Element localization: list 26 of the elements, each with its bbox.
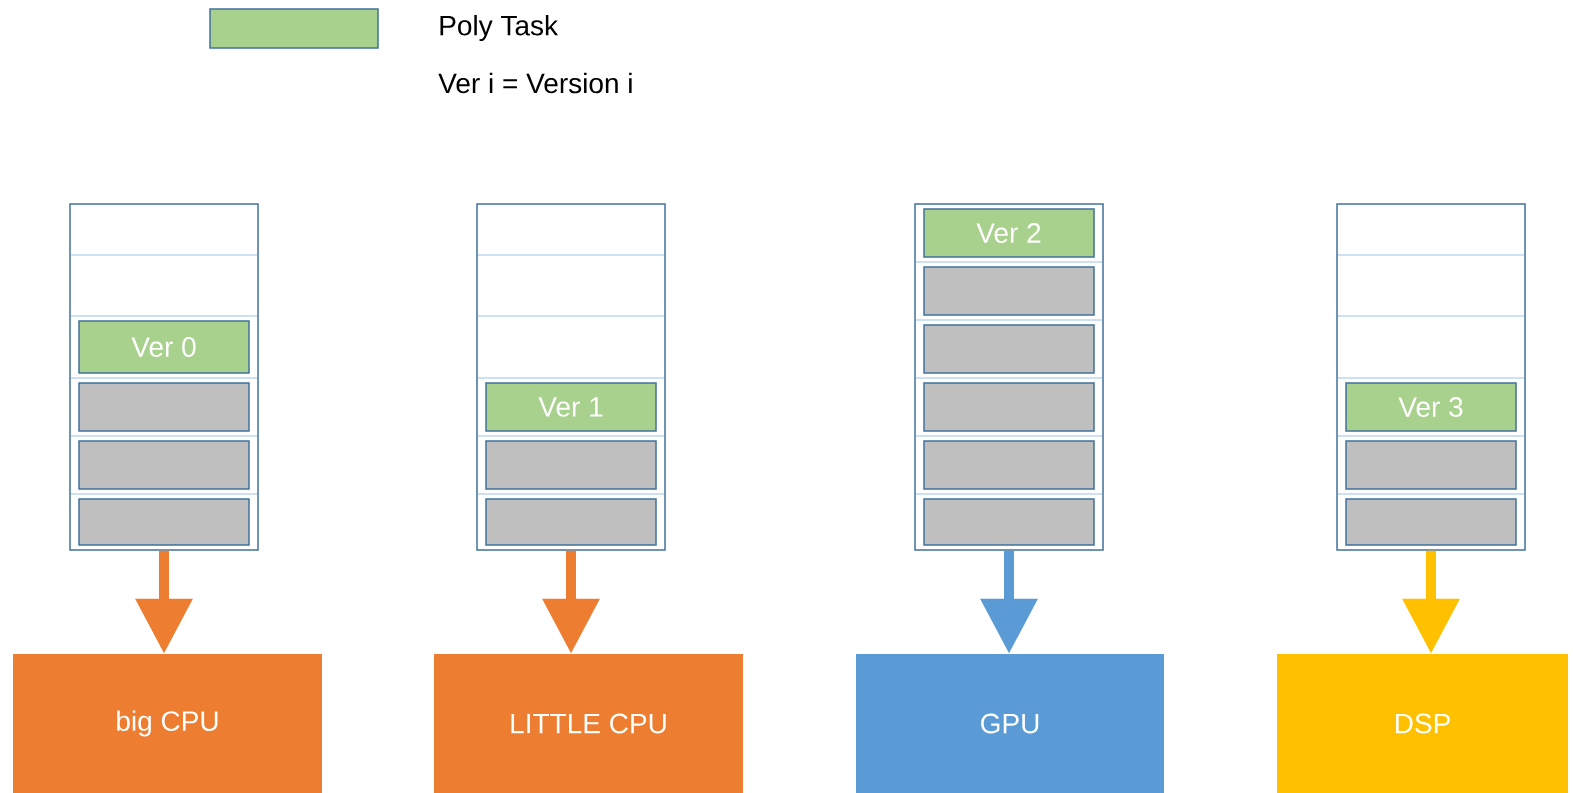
task-box	[923, 440, 1095, 490]
task-box	[1345, 440, 1517, 490]
task-box	[485, 498, 657, 546]
task-box	[78, 498, 250, 546]
legend-text: Poly Task	[440, 14, 559, 42]
task-box	[78, 440, 250, 490]
task-box	[923, 324, 1095, 374]
task-box	[923, 498, 1095, 546]
processor-box: LITTLE CPU	[434, 654, 743, 793]
queue-box	[1336, 203, 1526, 551]
task-box	[78, 382, 250, 432]
task-box: Ver 0	[78, 320, 250, 374]
task-box: Ver 3	[1345, 382, 1517, 432]
task-box	[485, 440, 657, 490]
processor-box: GPU	[856, 654, 1164, 793]
task-box	[1345, 498, 1517, 546]
task-box: Ver 1	[485, 382, 657, 432]
task-box	[923, 266, 1095, 316]
processor-box: DSP	[1277, 654, 1568, 793]
task-box: Ver 2	[923, 208, 1095, 258]
note-text: Ver i = Version i	[438, 72, 632, 94]
queue-box	[476, 203, 666, 551]
processor-box: big CPU	[13, 654, 322, 793]
queue-box	[914, 203, 1104, 551]
task-box	[923, 382, 1095, 432]
queue-box	[69, 203, 259, 551]
